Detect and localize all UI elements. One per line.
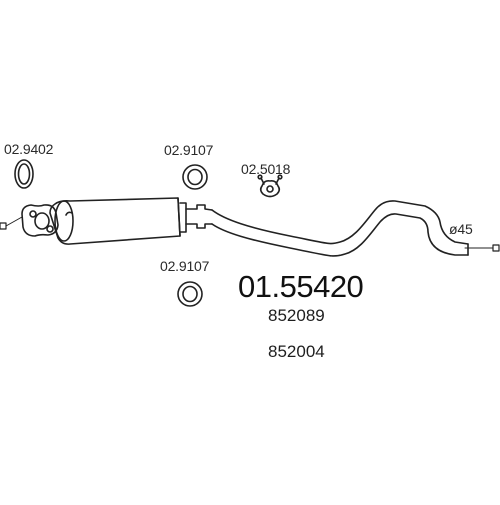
part-label-9402: 02.9402 (4, 141, 54, 157)
ring-9107-top (182, 164, 208, 190)
muffler-body (49, 197, 187, 245)
clamp-5018 (257, 174, 283, 198)
diameter-label: ø45 (449, 221, 473, 237)
ring-9107-bottom (177, 281, 203, 307)
right-end-marker (492, 244, 500, 252)
part-label-5018: 02.5018 (241, 161, 291, 177)
part-label-9107-bottom: 02.9107 (160, 258, 210, 274)
part-label-9107-top: 02.9107 (164, 142, 214, 158)
gasket-ring-9402 (14, 159, 34, 189)
left-leader-line (5, 216, 23, 227)
inlet-flange (21, 204, 59, 237)
left-end-marker (0, 222, 7, 230)
reference-number-2: 852004 (268, 342, 325, 361)
main-part-number: 01.55420 (238, 269, 364, 304)
reference-number-1: 852089 (268, 306, 325, 325)
tailpipe (185, 200, 469, 257)
